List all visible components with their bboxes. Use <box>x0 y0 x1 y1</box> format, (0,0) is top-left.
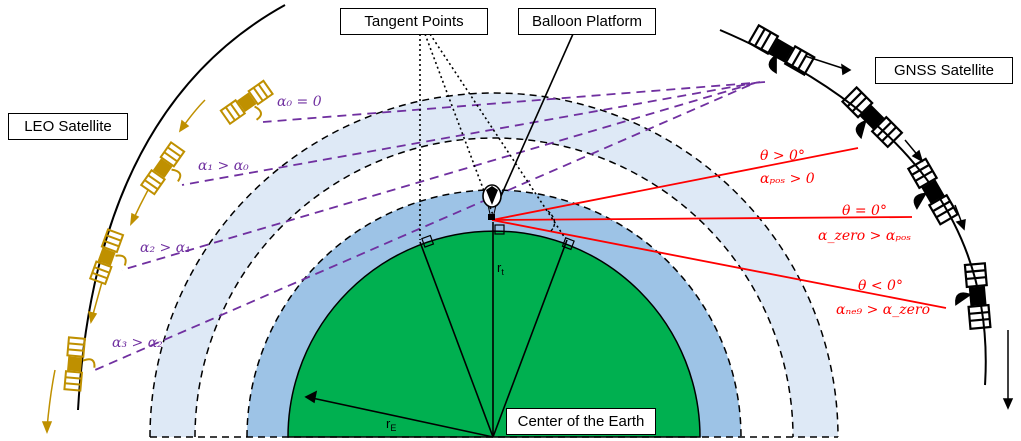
alpha-zero-label: α_zero > αₚₒₛ <box>818 228 911 244</box>
leo-rays <box>94 81 766 371</box>
alpha-1-label: α₁ > α₀ <box>198 158 249 174</box>
theta-zero-label: θ = 0° <box>842 203 887 219</box>
earth-radius-arrow <box>304 390 494 438</box>
center-of-earth-label: Center of the Earth <box>506 408 656 435</box>
tangent-points-label: Tangent Points <box>340 8 488 35</box>
leo-motion-arrows <box>41 99 206 435</box>
middle-dashed-arc <box>194 137 794 438</box>
alpha-pos-label: αₚₒₛ > 0 <box>760 171 815 187</box>
r-t-label: rt <box>497 260 504 277</box>
gnss-satellite-label: GNSS Satellite <box>875 57 1013 84</box>
balloon-icon <box>482 184 502 220</box>
theta-pos-label: θ > 0° <box>760 148 805 164</box>
gnss-satellite-icons <box>747 23 992 330</box>
earth <box>287 230 701 438</box>
radial-lines <box>419 222 568 438</box>
alpha-0-label: α₀ = 0 <box>277 94 322 110</box>
outer-dashed-arc <box>149 92 839 438</box>
leo-orbit <box>77 4 286 411</box>
balloon-platform-label: Balloon Platform <box>518 8 656 35</box>
alpha-3-label: α₃ > α₂ <box>112 335 163 351</box>
alpha-neg-label: αₙₑ₉ > α_zero <box>836 302 930 318</box>
gnss-motion-arrows <box>804 55 1014 410</box>
theta-neg-label: θ < 0° <box>858 278 903 294</box>
gnss-rays <box>491 147 947 309</box>
tangent-point-leaders <box>419 33 566 240</box>
balloon-leader <box>496 33 574 206</box>
right-angle-markers <box>421 224 575 251</box>
r-e-label: rE <box>386 416 396 433</box>
leo-satellite-icons <box>63 79 275 392</box>
alpha-2-label: α₂ > α₁ <box>140 240 191 256</box>
leo-satellite-label: LEO Satellite <box>8 113 128 140</box>
